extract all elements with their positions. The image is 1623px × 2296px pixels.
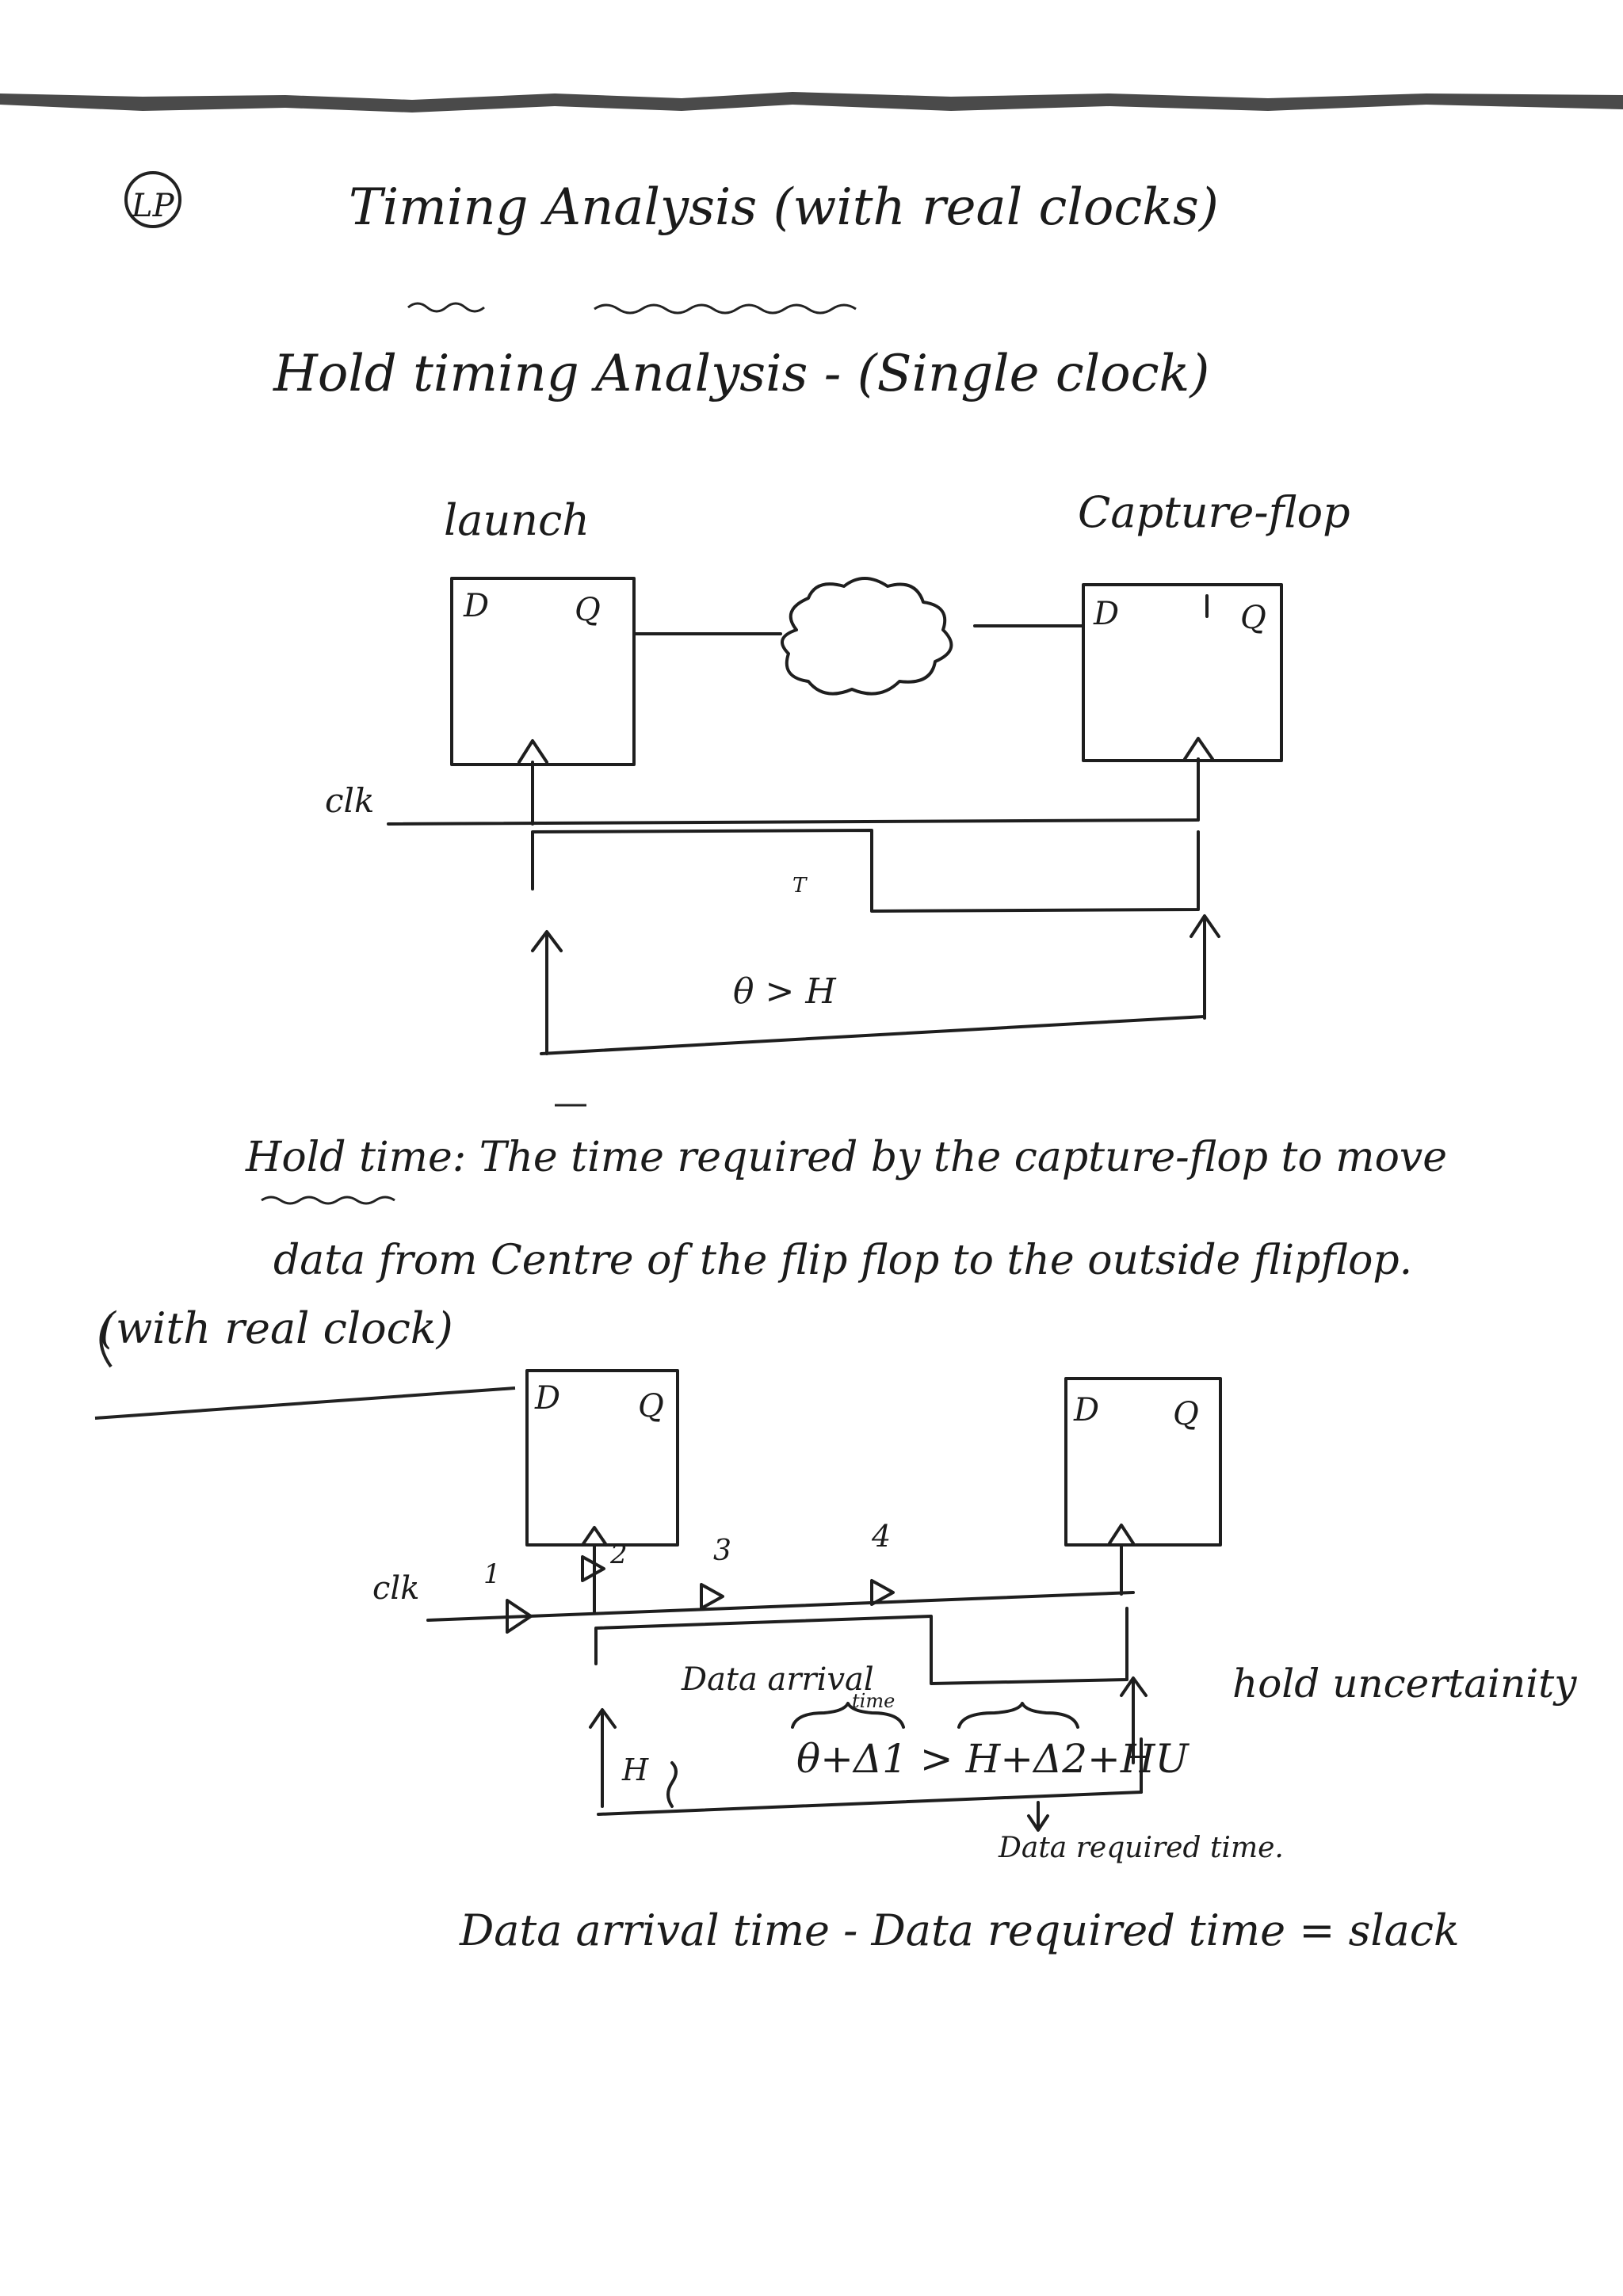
hold-uncertainty-label: hold uncertainity — [1232, 1661, 1577, 1707]
bottom-baseline-2 — [597, 1791, 1143, 1816]
diagram2 — [426, 1369, 1222, 1832]
arrow-up-left — [531, 930, 563, 1055]
capture-clock-wedge-2 — [1108, 1524, 1135, 1545]
with-real-clock-heading: (with real clock) — [99, 1303, 453, 1353]
capture-d-pin-2: D — [1074, 1392, 1100, 1428]
hold-condition-2: θ+Δ1 > H+Δ2+HU — [796, 1736, 1189, 1782]
h-arrow-up — [589, 1708, 617, 1808]
page-marker-circle — [124, 171, 181, 228]
hold-definition-line1: Hold time: The time required by the capt… — [246, 1134, 1448, 1181]
capture-label: Capture-flop — [1078, 487, 1350, 537]
page-subtitle: Hold timing Analysis - (Single clock) — [273, 345, 1210, 403]
capture-q-pin-2: Q — [1173, 1396, 1199, 1432]
capture-clock-wedge — [1183, 737, 1214, 761]
launch-d-pin: D — [464, 588, 490, 624]
capture-d-pin: D — [1094, 596, 1120, 632]
buffer-1 — [506, 1599, 533, 1634]
hold-unc-arrow-up — [1120, 1676, 1148, 1764]
capture-q-pin: Q — [1240, 600, 1266, 636]
clk-label-2: clk — [372, 1570, 420, 1607]
h-brace — [666, 1761, 678, 1808]
page-marker: LP — [132, 188, 174, 224]
launch-flop-box-2 — [525, 1369, 679, 1547]
clk-line-1 — [387, 818, 1198, 826]
time-label: time — [852, 1690, 896, 1712]
page-title: Timing Analysis (with real clocks) — [349, 178, 1219, 237]
logic-cloud — [781, 577, 953, 696]
clock-waveform-1 — [531, 829, 1200, 913]
data-required-label: Data required time. — [999, 1832, 1284, 1864]
hold-definition-line2: data from Centre of the flip flop to the… — [273, 1237, 1413, 1284]
clock-waveform-2 — [594, 1607, 1128, 1685]
data-arrival-label: Data arrival — [682, 1661, 874, 1698]
slack-equation: Data arrival time - Data required time =… — [460, 1905, 1460, 1955]
buffer-label-3: 3 — [713, 1535, 731, 1567]
launch-d-pin-2: D — [535, 1380, 561, 1417]
launch-q-pin: Q — [575, 592, 601, 628]
with-real-clock-underline — [94, 1386, 516, 1420]
buffer-label-1: 1 — [483, 1558, 501, 1590]
bottom-baseline-1 — [540, 1015, 1206, 1055]
required-brace — [957, 1702, 1079, 1729]
clk-line-2 — [426, 1591, 1135, 1622]
arrow-up-right — [1190, 914, 1220, 1020]
buffer-4 — [870, 1579, 895, 1606]
launch-clock-wedge — [517, 739, 548, 764]
arrival-brace — [791, 1702, 905, 1729]
diagram1 — [387, 577, 1283, 1055]
left-paren — [99, 1314, 113, 1368]
launch-label: launch — [444, 495, 590, 545]
capture-flop-box — [1082, 583, 1283, 762]
title-underline — [407, 302, 857, 315]
buffer-2 — [581, 1555, 605, 1582]
launch-clock-wedge-2 — [581, 1526, 608, 1547]
hold-condition-1: θ > H — [733, 971, 836, 1012]
clk-label-1: clk — [325, 781, 375, 820]
buffer-label-2: 2 — [610, 1539, 628, 1570]
h-label: H — [622, 1753, 649, 1787]
top-edge-scan-band — [0, 92, 1623, 113]
down-arrow — [1027, 1801, 1049, 1832]
launch-flop-box — [450, 577, 636, 766]
capture-flop-box-2 — [1064, 1377, 1222, 1547]
buffer-label-4: 4 — [872, 1519, 892, 1554]
hold-time-underline — [261, 1196, 395, 1205]
launch-q-pin-2: Q — [638, 1388, 664, 1425]
buffer-3 — [700, 1583, 724, 1610]
t-mark: T — [792, 874, 807, 898]
